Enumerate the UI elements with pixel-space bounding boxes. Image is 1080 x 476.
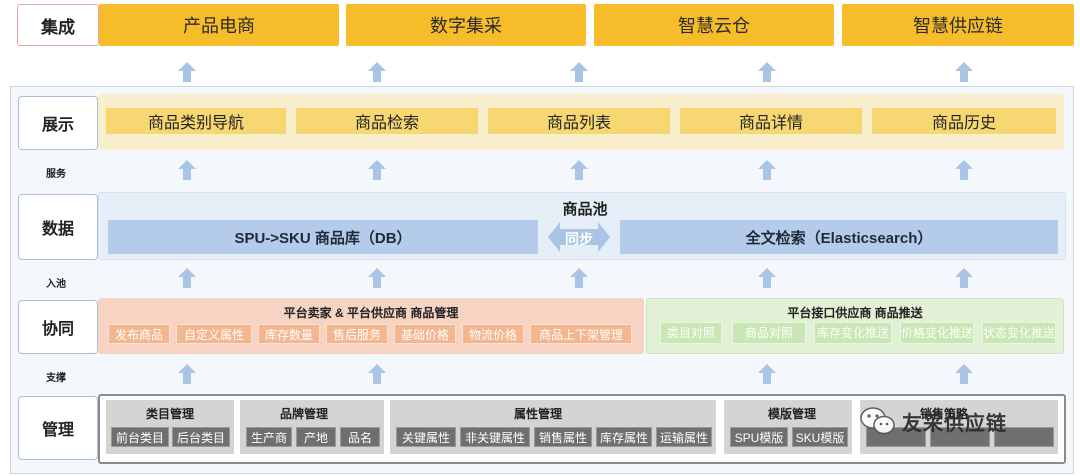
up-arrow-icon	[368, 160, 386, 180]
manage-chip: 前台类目	[111, 427, 169, 447]
push-chip: 状态变化推送	[982, 322, 1056, 344]
up-arrow-icon	[758, 268, 776, 288]
up-arrow-icon	[570, 160, 588, 180]
collab-chip: 库存数量	[258, 324, 320, 344]
manage-chip	[930, 427, 990, 447]
group-title: 模版管理	[767, 407, 816, 421]
up-arrow-icon	[178, 160, 196, 180]
service-label: 服务	[46, 169, 66, 180]
up-arrow-icon	[178, 268, 196, 288]
group-title: 属性管理	[513, 407, 562, 421]
spu-sku-db: SPU->SKU 商品库（DB）	[108, 220, 538, 254]
collab-chip: 基础价格	[394, 324, 456, 344]
manage-chip	[994, 427, 1054, 447]
collab-chip: 售后服务	[326, 324, 388, 344]
collab-chip: 发布商品	[108, 324, 170, 344]
up-arrow-icon	[758, 160, 776, 180]
up-arrow-icon	[955, 160, 973, 180]
integration-item-supply-chain: 智慧供应链	[842, 4, 1074, 46]
collab-chip: 自定义属性	[176, 324, 252, 344]
collab-chip: 商品上下架管理	[530, 324, 632, 344]
collab-chip: 物流价格	[462, 324, 524, 344]
push-chip: 库存变化推送	[814, 322, 892, 344]
manage-chip: 关键属性	[396, 427, 456, 447]
fulltext-search: 全文检索（Elasticsearch）	[620, 220, 1058, 254]
manage-label: 管理	[18, 396, 98, 460]
up-arrow-icon	[368, 364, 386, 384]
manage-chip: 后台类目	[172, 427, 230, 447]
up-arrow-icon	[955, 62, 973, 82]
push-chip: 商品对照	[732, 322, 806, 344]
show-item-search: 商品检索	[296, 108, 478, 134]
manage-chip: SKU模版	[792, 427, 848, 447]
manage-chip: SPU模版	[730, 427, 788, 447]
group-title: 销售策略	[919, 407, 968, 421]
integration-item-procurement: 数字集采	[346, 4, 586, 46]
seller-management-title: 平台卖家 & 平台供应商 商品管理	[283, 306, 459, 320]
up-arrow-icon	[178, 364, 196, 384]
manage-chip: 非关键属性	[460, 427, 530, 447]
collab-label: 协同	[18, 300, 98, 354]
sync-arrow-icon	[548, 222, 610, 252]
integration-item-ecommerce: 产品电商	[99, 4, 339, 46]
pool-in-label: 入池	[46, 279, 66, 290]
integration-label: 集成	[17, 4, 99, 46]
watermark-text: 友采供应链	[902, 412, 1007, 435]
up-arrow-icon	[178, 62, 196, 82]
up-arrow-icon	[955, 364, 973, 384]
manage-chip: 品名	[340, 427, 380, 447]
manage-chip: 销售属性	[534, 427, 592, 447]
up-arrow-icon	[955, 268, 973, 288]
manage-chip: 运输属性	[656, 427, 712, 447]
support-label: 支撑	[46, 373, 66, 384]
show-item-category-nav: 商品类别导航	[106, 108, 286, 134]
show-item-detail: 商品详情	[680, 108, 862, 134]
wechat-watermark: 友采供应链	[860, 406, 1007, 436]
sync-label: 同步	[565, 231, 593, 247]
data-label: 数据	[18, 194, 98, 260]
show-item-list: 商品列表	[488, 108, 670, 134]
manage-chip: 库存属性	[596, 427, 652, 447]
up-arrow-icon	[758, 364, 776, 384]
up-arrow-icon	[368, 268, 386, 288]
group-title: 类目管理	[145, 407, 194, 421]
integration-item-warehouse: 智慧云仓	[594, 4, 834, 46]
show-label: 展示	[18, 96, 98, 150]
product-pool-title: 商品池	[562, 201, 608, 218]
show-item-history: 商品历史	[872, 108, 1056, 134]
up-arrow-icon	[758, 62, 776, 82]
up-arrow-icon	[368, 62, 386, 82]
push-chip: 类目对照	[660, 322, 722, 344]
up-arrow-icon	[570, 268, 588, 288]
wechat-icon	[860, 407, 895, 435]
manage-chip: 产地	[296, 427, 336, 447]
up-arrow-icon	[570, 62, 588, 82]
group-title: 品牌管理	[279, 407, 328, 421]
push-chip: 价格变化推送	[900, 322, 974, 344]
supplier-push-title: 平台接口供应商 商品推送	[787, 306, 923, 320]
manage-chip: 生产商	[246, 427, 292, 447]
